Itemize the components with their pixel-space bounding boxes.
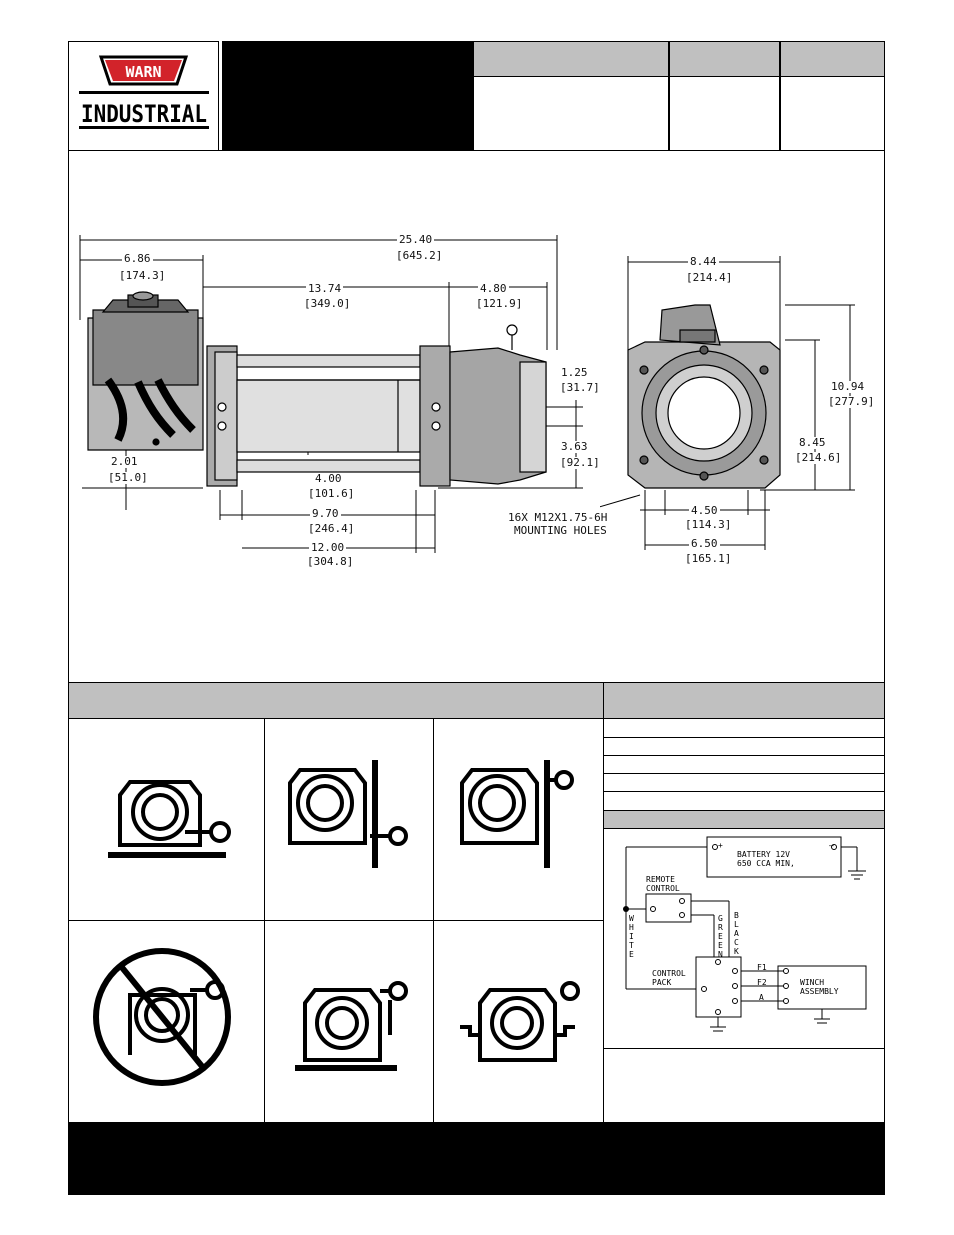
dim-mount-spacing-mm: [246.4]	[306, 522, 357, 535]
wiring-white-4: E	[629, 950, 634, 959]
spec-row-2	[603, 737, 885, 756]
dim-mount-spacing: 9.70	[310, 507, 341, 520]
spec-row-4	[603, 773, 885, 792]
wiring-a: A	[759, 993, 764, 1002]
mount-floor-icon	[108, 780, 231, 858]
dim-cable-offset-mm: [31.7]	[558, 381, 602, 394]
dim-motor-height: 2.01	[109, 455, 140, 468]
wiring-control: CONTROL	[652, 969, 686, 978]
dim-overall-length: 25.40	[397, 233, 435, 246]
mounting-header	[68, 682, 604, 719]
dim-end-height-mm: [277.9]	[826, 395, 877, 408]
wiring-diagram	[623, 836, 867, 1032]
wiring-f2: F2	[757, 978, 767, 987]
notes-cell	[603, 1048, 885, 1123]
header-cell-2	[669, 41, 780, 77]
title-block	[222, 41, 473, 151]
wiring-f1: F1	[757, 963, 767, 972]
mount-prohibited-icon	[93, 948, 231, 1086]
value-cell-1	[473, 76, 669, 151]
wiring-remote: REMOTE	[646, 875, 675, 884]
dim-gear-length: 4.80	[478, 282, 509, 295]
wiring-white-3: T	[629, 941, 634, 950]
wiring-black-3: C	[734, 938, 739, 947]
logo-brand: WARN	[125, 63, 161, 81]
dim-end-mid-height: 8.45	[797, 436, 828, 449]
mount-bracket-icon	[460, 981, 580, 1062]
dim-cable-height: 3.63	[559, 440, 590, 453]
wiring-green-0: G	[718, 914, 723, 923]
wiring-winch-2: ASSEMBLY	[800, 987, 839, 996]
header-cell-1	[473, 41, 669, 77]
dim-motor-length: 6.86	[122, 252, 153, 265]
dim-drum-length: 13.74	[306, 282, 344, 295]
dim-cable-height-mm: [92.1]	[558, 456, 602, 469]
warn-logo: WARN INDUSTRIAL	[79, 55, 209, 129]
dim-cable-offset: 1.25	[559, 366, 590, 379]
winch-end-view	[600, 256, 855, 550]
wiring-plus: +	[718, 841, 723, 850]
dim-gear-length-mm: [121.9]	[474, 297, 525, 310]
wiring-minus: –	[829, 841, 834, 850]
wiring-green-3: E	[718, 941, 723, 950]
dim-drum-dia: 4.00	[313, 472, 344, 485]
wiring-white-0: W	[629, 914, 634, 923]
dim-drum-length-mm: [349.0]	[302, 297, 353, 310]
dim-overall-length-mm: [645.2]	[394, 249, 445, 262]
wiring-battery: BATTERY 12V	[737, 850, 790, 859]
logo-subtitle: INDUSTRIAL	[81, 100, 207, 128]
value-cell-2	[669, 76, 780, 151]
winch-side-view	[79, 235, 583, 553]
dim-drum-dia-mm: [101.6]	[306, 487, 357, 500]
spec-row-1	[603, 718, 885, 738]
logo-box: WARN INDUSTRIAL	[68, 41, 219, 151]
mount-wall-icon	[288, 760, 408, 868]
mount-floor-high-icon	[295, 981, 408, 1071]
wiring-winch: WINCH	[800, 978, 825, 987]
wiring-white-1: H	[629, 923, 634, 932]
wiring-green-4: N	[718, 950, 723, 959]
dim-end-mid-height-mm: [214.6]	[793, 451, 844, 464]
wiring-green-1: R	[718, 923, 723, 932]
dim-end-width: 8.44	[688, 255, 719, 268]
wiring-black-0: B	[734, 911, 739, 920]
dim-foot-spacing: 4.50	[689, 504, 720, 517]
dim-foot-spacing-mm: [114.3]	[683, 518, 734, 531]
dim-end-width-mm: [214.4]	[684, 271, 735, 284]
wiring-control-2: PACK	[652, 978, 672, 987]
spec-row-3	[603, 755, 885, 774]
mounting-holes-note-2: MOUNTING HOLES	[512, 524, 609, 537]
dim-motor-length-mm: [174.3]	[117, 269, 168, 282]
footer-bar	[68, 1122, 885, 1195]
dim-foot-outer: 6.50	[689, 537, 720, 550]
mounting-holes-note: 16X M12X1.75-6H	[506, 511, 610, 524]
value-cell-3	[780, 76, 885, 151]
wiring-header	[603, 810, 885, 829]
dim-mount-outer: 12.00	[309, 541, 347, 554]
spec-row-5	[603, 791, 885, 811]
mount-wall-high-icon	[460, 760, 574, 868]
dim-end-height: 10.94	[829, 380, 867, 393]
header-cell-3	[780, 41, 885, 77]
dim-motor-height-mm: [51.0]	[106, 471, 150, 484]
wiring-green-2: E	[718, 932, 723, 941]
wiring-battery-2: 650 CCA MIN,	[737, 859, 795, 868]
dim-foot-outer-mm: [165.1]	[683, 552, 734, 565]
specs-header	[603, 682, 885, 719]
wiring-black-4: K	[734, 947, 739, 956]
dim-mount-outer-mm: [304.8]	[305, 555, 356, 568]
wiring-black-2: A	[734, 929, 739, 938]
wiring-black-1: L	[734, 920, 739, 929]
wiring-white-2: I	[629, 932, 634, 941]
wiring-remote-2: CONTROL	[646, 884, 680, 893]
